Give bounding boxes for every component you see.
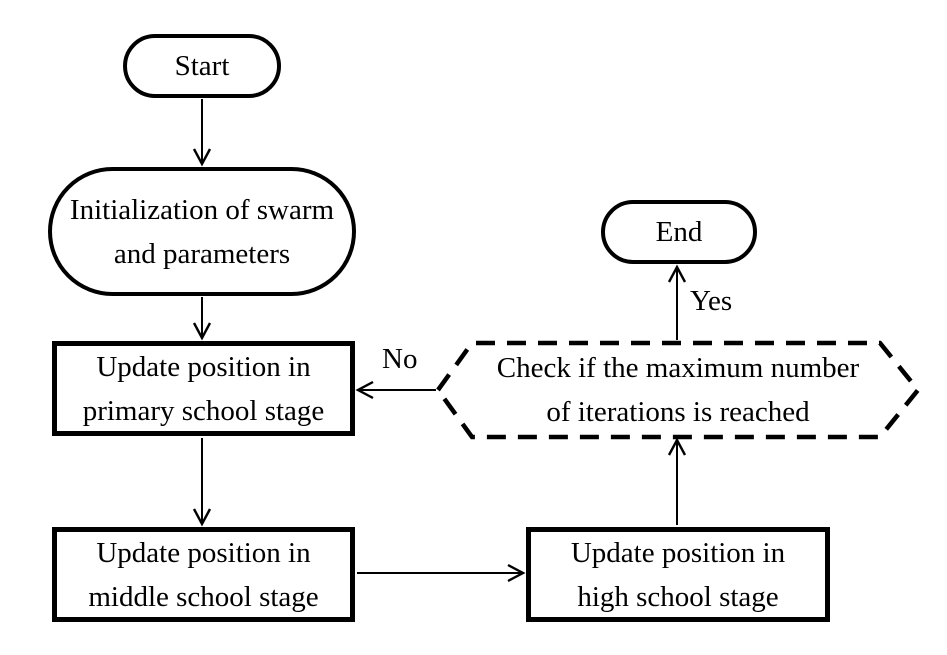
start-label: Start — [174, 50, 230, 82]
primary-school-stage-node: Update position in primary school stage — [52, 341, 355, 436]
yes-edge-label: Yes — [690, 285, 733, 317]
primary-label-line1: Update position in — [96, 350, 311, 383]
max-iterations-decision-node: Check if the maximum number of iteration… — [448, 347, 908, 433]
end-terminator: End — [601, 200, 757, 264]
middle-label-line2: middle school stage — [88, 580, 319, 613]
high-label-line2: high school stage — [577, 580, 779, 613]
check-label-line2: of iterations is reached — [546, 396, 810, 428]
init-label-line2: and parameters — [113, 237, 291, 270]
primary-label-line2: primary school stage — [82, 394, 325, 427]
check-label-line1: Check if the maximum number — [496, 352, 860, 384]
middle-label-line1: Update position in — [96, 536, 311, 569]
end-label: End — [655, 216, 703, 248]
high-school-stage-node: Update position in high school stage — [526, 527, 830, 622]
initialization-node: Initialization of swarm and parameters — [48, 167, 356, 296]
no-edge-label: No — [382, 343, 418, 375]
decision-hexagon-outline — [435, 340, 921, 440]
init-label-line1: Initialization of swarm — [69, 193, 335, 226]
middle-school-stage-node: Update position in middle school stage — [52, 527, 355, 622]
start-terminator: Start — [123, 34, 281, 98]
high-label-line1: Update position in — [570, 536, 786, 569]
